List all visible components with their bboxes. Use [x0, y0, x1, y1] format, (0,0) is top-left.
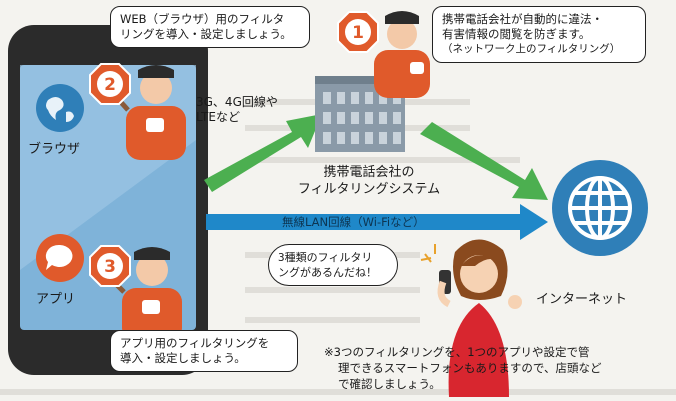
app-filter-callout: アプリ用のフィルタリングを 導入・設定しましょう。: [110, 330, 298, 372]
green-arrow-phone-to-carrier: [204, 114, 322, 192]
browser-label: ブラウザ: [28, 142, 81, 157]
chat-bubble-icon: [36, 234, 84, 282]
badge-2-icon: 2: [89, 63, 131, 105]
green-arrow-carrier-to-internet: [420, 122, 548, 200]
carrier-filter-line-2: 有害情報の閲覧を防ぎます。: [442, 27, 591, 41]
app-label: アプリ: [36, 292, 76, 307]
footnote-line-2: 理できるスマートフォンもありますので、店頭など: [338, 361, 602, 375]
carrier-system-line-1: 携帯電話会社の: [323, 165, 415, 180]
speech-line-2: ングがあるんだね！: [278, 266, 377, 279]
network-label-line-1: 3G、4G回線や: [196, 95, 278, 109]
footnote: ※3つのフィルタリングを、1つのアプリや設定で管 理できるスマートフォンもありま…: [324, 344, 674, 392]
browser-filter-line-1: WEB（ブラウザ）用のフィルタ: [120, 12, 285, 26]
internet-label: インターネット: [536, 292, 628, 307]
carrier-filter-note: （ネットワーク上のフィルタリング）: [442, 43, 621, 55]
browser-filter-callout: WEB（ブラウザ）用のフィルタ リングを導入・設定しましょう。: [110, 6, 310, 48]
carrier-filter-line-1: 携帯電話会社が自動的に違法・: [442, 12, 603, 26]
guard-icon: [374, 11, 430, 98]
speech-bubble: 3種類のフィルタリ ングがあるんだね！: [268, 244, 398, 286]
carrier-filter-callout: 携帯電話会社が自動的に違法・ 有害情報の閲覧を防ぎます。 （ネットワーク上のフィ…: [432, 6, 646, 63]
badge-1-number: 1: [352, 23, 364, 43]
woman-icon: [420, 239, 522, 397]
app-filter-line-2: 導入・設定しましょう。: [120, 351, 246, 365]
footnote-line-3: で確認しましょう。: [338, 377, 441, 391]
network-label-line-2: LTEなど: [196, 110, 240, 124]
carrier-system-label: 携帯電話会社の フィルタリングシステム: [284, 164, 454, 198]
badge-1-icon: 1: [337, 11, 379, 53]
app-filter-line-1: アプリ用のフィルタリングを: [120, 336, 270, 350]
blue-arrow-wifi: [206, 204, 548, 240]
network-label: 3G、4G回線や LTEなど: [196, 95, 278, 125]
badge-3-number: 3: [104, 257, 116, 277]
badge-3-icon: 3: [89, 245, 131, 287]
badge-2-number: 2: [104, 75, 116, 95]
internet-globe-icon: [552, 160, 648, 256]
speech-line-1: 3種類のフィルタリ: [278, 251, 373, 264]
wifi-label: 無線LAN回線（Wi-Fiなど）: [282, 215, 425, 229]
carrier-system-line-2: フィルタリングシステム: [297, 182, 441, 197]
footnote-line-1: ※3つのフィルタリングを、1つのアプリや設定で管: [324, 345, 590, 359]
guard-icon: [104, 247, 182, 342]
globe-icon: [36, 84, 84, 132]
browser-filter-line-2: リングを導入・設定しましょう。: [120, 27, 292, 41]
